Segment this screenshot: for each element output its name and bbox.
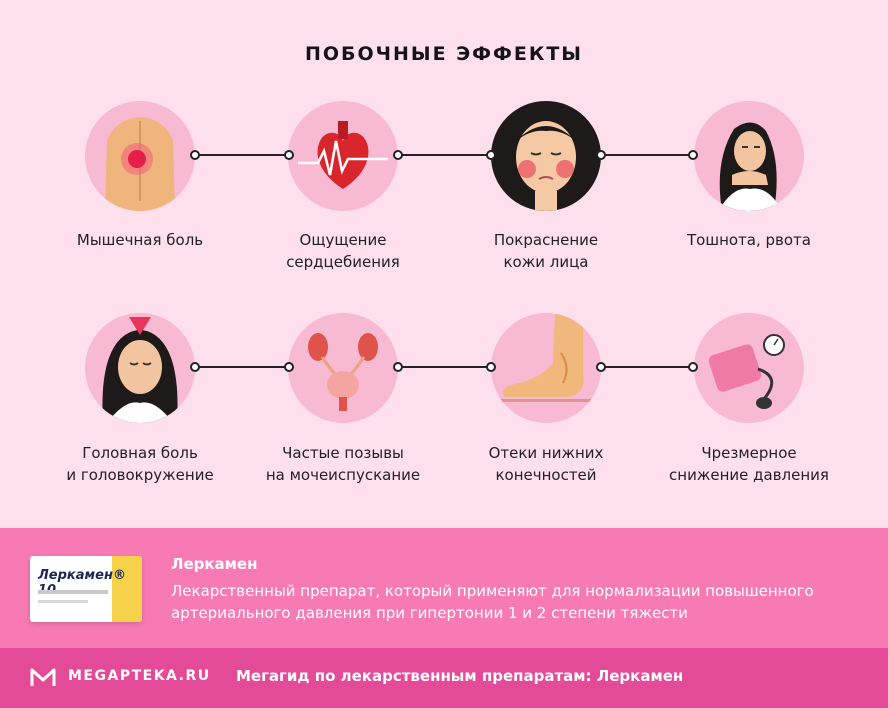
headache-icon bbox=[85, 313, 195, 423]
connector-dot bbox=[596, 362, 606, 372]
connector-dot bbox=[393, 150, 403, 160]
drug-description: Лекарственный препарат, который применяю… bbox=[171, 582, 814, 622]
connector-dot bbox=[190, 150, 200, 160]
drug-name: Леркамен bbox=[171, 555, 258, 573]
effects-row-1 bbox=[0, 101, 888, 211]
connector-dot bbox=[393, 362, 403, 372]
drug-banner bbox=[0, 528, 888, 648]
connector-dot bbox=[596, 150, 606, 160]
connector-line bbox=[601, 154, 693, 156]
footer-bar bbox=[0, 648, 888, 708]
effects-row-2 bbox=[0, 313, 888, 423]
page-title: ПОБОЧНЫЕ ЭФФЕКТЫ bbox=[304, 43, 583, 65]
pack-text-line bbox=[38, 590, 108, 594]
connector-dot bbox=[688, 362, 698, 372]
pack-accent bbox=[112, 556, 142, 622]
effect-label-nausea: Тошнота, рвота bbox=[687, 231, 811, 249]
drug-pack-image: Леркамен® 10 bbox=[30, 556, 142, 622]
bladder-icon bbox=[288, 313, 398, 423]
connector-line bbox=[398, 366, 491, 368]
effect-label-muscle-pain: Мышечная боль bbox=[76, 231, 204, 249]
connector-dot bbox=[486, 150, 496, 160]
connector-dot bbox=[284, 150, 294, 160]
connector-dot bbox=[688, 150, 698, 160]
connector-line bbox=[195, 366, 290, 368]
megapteka-logo-text[interactable]: MEGAPTEKA.RU bbox=[68, 668, 211, 684]
blood-pressure-icon bbox=[694, 313, 804, 423]
connector-dot bbox=[486, 362, 496, 372]
megapteka-logo-icon[interactable] bbox=[30, 666, 56, 688]
pack-text-line bbox=[38, 600, 88, 603]
connector-line bbox=[195, 154, 290, 156]
swollen-foot-icon bbox=[491, 313, 601, 423]
footer-link[interactable]: Мегагид по лекарственным препаратам: Лер… bbox=[236, 667, 684, 685]
connector-dot bbox=[190, 362, 200, 372]
heart-palpitation-icon bbox=[288, 101, 398, 211]
connector-dot bbox=[284, 362, 294, 372]
nausea-icon bbox=[694, 101, 804, 211]
connector-line bbox=[398, 154, 491, 156]
connector-line bbox=[601, 366, 693, 368]
face-redness-icon bbox=[491, 101, 601, 211]
muscle-pain-icon bbox=[85, 101, 195, 211]
